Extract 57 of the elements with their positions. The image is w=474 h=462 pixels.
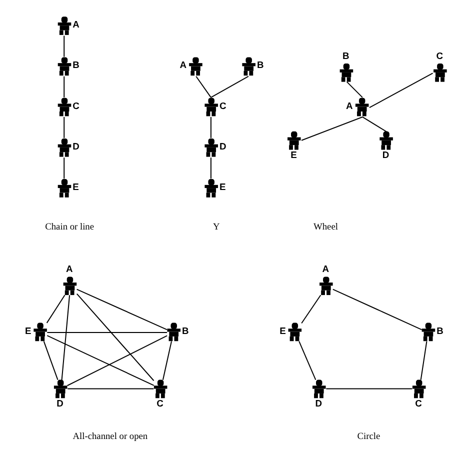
node-label: C	[414, 398, 422, 408]
connector	[46, 335, 154, 386]
connector	[63, 116, 64, 138]
label: Chain or line	[44, 222, 94, 233]
connector	[210, 76, 248, 98]
connector	[67, 388, 154, 390]
node-label: D	[382, 150, 389, 160]
connector	[63, 36, 64, 57]
connector	[60, 295, 70, 380]
label: Wheel	[313, 222, 338, 233]
node-label: E	[72, 182, 78, 192]
node-label: C	[219, 100, 226, 111]
connector	[42, 341, 58, 380]
node-label: A	[322, 264, 329, 274]
node-label: A	[346, 100, 352, 111]
connector	[298, 341, 316, 380]
node-label: E	[219, 182, 226, 192]
node-label: C	[436, 50, 443, 61]
node-label: B	[72, 60, 79, 70]
connector	[46, 294, 65, 324]
label: Circle	[356, 432, 380, 442]
connector	[76, 288, 167, 330]
connector	[210, 158, 211, 179]
node-label: A	[179, 60, 186, 70]
connector	[420, 341, 427, 380]
node-label: E	[290, 150, 296, 160]
connector	[76, 293, 154, 381]
connector	[46, 332, 167, 334]
label: Y	[212, 222, 220, 233]
label: All-channel or open	[72, 432, 148, 442]
connector	[195, 76, 211, 98]
connector	[162, 341, 172, 380]
connector	[300, 294, 321, 324]
node-label: D	[219, 141, 226, 152]
node-label: D	[72, 141, 79, 152]
node-label: E	[279, 326, 286, 336]
node-label: D	[314, 398, 322, 408]
node-label: B	[182, 326, 188, 336]
node-label: E	[24, 326, 31, 336]
connector	[332, 288, 422, 330]
node-label: B	[342, 50, 349, 61]
connector	[362, 116, 386, 132]
connector	[63, 76, 64, 98]
node-label: C	[72, 100, 79, 111]
node-label: B	[436, 326, 443, 336]
connector	[300, 116, 362, 141]
node-label: A	[72, 20, 79, 30]
node-label: B	[256, 60, 264, 70]
connector	[346, 81, 362, 98]
connector	[66, 335, 167, 386]
node-label: D	[56, 398, 63, 408]
connector	[63, 158, 64, 179]
connector	[210, 116, 211, 138]
node-label: C	[156, 398, 163, 408]
connector	[368, 72, 432, 108]
node-label: A	[66, 264, 72, 274]
connector	[326, 388, 412, 390]
